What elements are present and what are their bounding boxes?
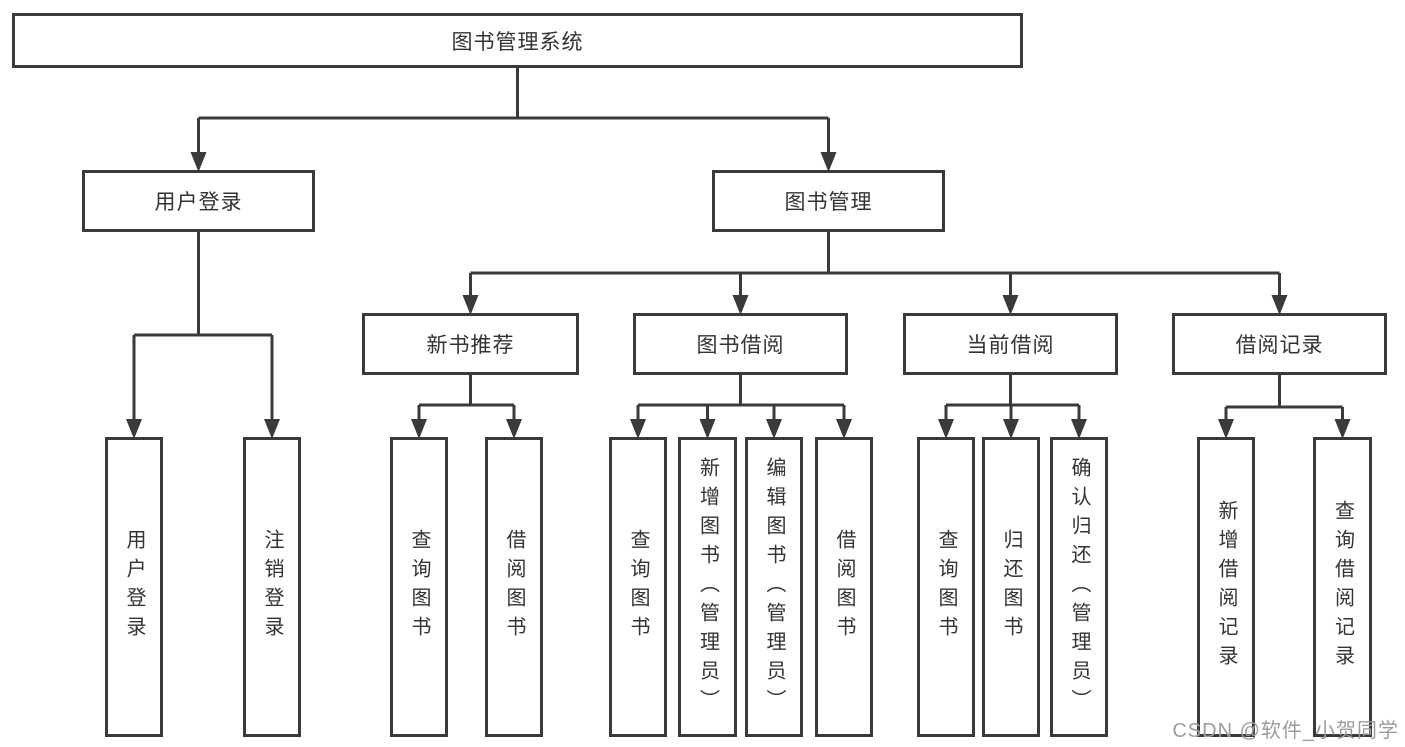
node-bb-borrow: 借阅图书 bbox=[815, 437, 873, 737]
node-bb-edit: 编辑图书（管理员） bbox=[745, 437, 803, 737]
node-label: 归还图书 bbox=[1000, 529, 1022, 645]
node-label: 图书管理 bbox=[784, 191, 873, 214]
node-book-borrow: 图书借阅 bbox=[633, 313, 848, 375]
node-label: 查询图书 bbox=[627, 529, 649, 645]
node-label: 借阅记录 bbox=[1235, 334, 1324, 357]
node-label: 查询借阅记录 bbox=[1331, 500, 1354, 674]
node-label: 用户登录 bbox=[154, 191, 243, 214]
node-label: 图书管理系统 bbox=[451, 30, 584, 54]
node-label: 确认归还（管理员） bbox=[1068, 456, 1090, 718]
node-label: 当前借阅 bbox=[966, 334, 1055, 357]
node-cb-confirm: 确认归还（管理员） bbox=[1050, 437, 1108, 737]
node-label: 图书借阅 bbox=[696, 334, 785, 357]
node-root: 图书管理系统 bbox=[12, 13, 1023, 68]
node-label: 借阅图书 bbox=[503, 529, 525, 645]
node-label: 查询图书 bbox=[935, 529, 957, 645]
node-nb-borrow: 借阅图书 bbox=[485, 437, 543, 737]
node-cb-query: 查询图书 bbox=[917, 437, 975, 737]
node-bb-query: 查询图书 bbox=[609, 437, 667, 737]
node-label: 查询图书 bbox=[408, 529, 430, 645]
node-label: 借阅图书 bbox=[833, 529, 855, 645]
node-label: 注销登录 bbox=[261, 529, 283, 645]
node-ul-login: 用户登录 bbox=[105, 437, 163, 737]
node-user-login: 用户登录 bbox=[82, 170, 315, 232]
watermark: CSDN @软件_小贺同学 bbox=[1172, 720, 1399, 742]
node-label: 新书推荐 bbox=[426, 334, 515, 357]
node-ul-logout: 注销登录 bbox=[243, 437, 301, 737]
node-borrow-record: 借阅记录 bbox=[1172, 313, 1387, 375]
node-label: 编辑图书（管理员） bbox=[763, 456, 785, 718]
node-br-add: 新增借阅记录 bbox=[1197, 437, 1255, 737]
node-label: 用户登录 bbox=[123, 529, 145, 645]
node-label: 新增图书（管理员） bbox=[696, 456, 719, 718]
node-nb-query: 查询图书 bbox=[390, 437, 448, 737]
node-current-borrow: 当前借阅 bbox=[903, 313, 1118, 375]
node-book-mgmt: 图书管理 bbox=[712, 170, 945, 232]
node-bb-add: 新增图书（管理员） bbox=[678, 437, 737, 737]
node-new-book-rec: 新书推荐 bbox=[362, 313, 579, 375]
node-cb-return: 归还图书 bbox=[982, 437, 1040, 737]
node-label: 新增借阅记录 bbox=[1215, 500, 1237, 674]
node-br-query: 查询借阅记录 bbox=[1313, 437, 1372, 737]
